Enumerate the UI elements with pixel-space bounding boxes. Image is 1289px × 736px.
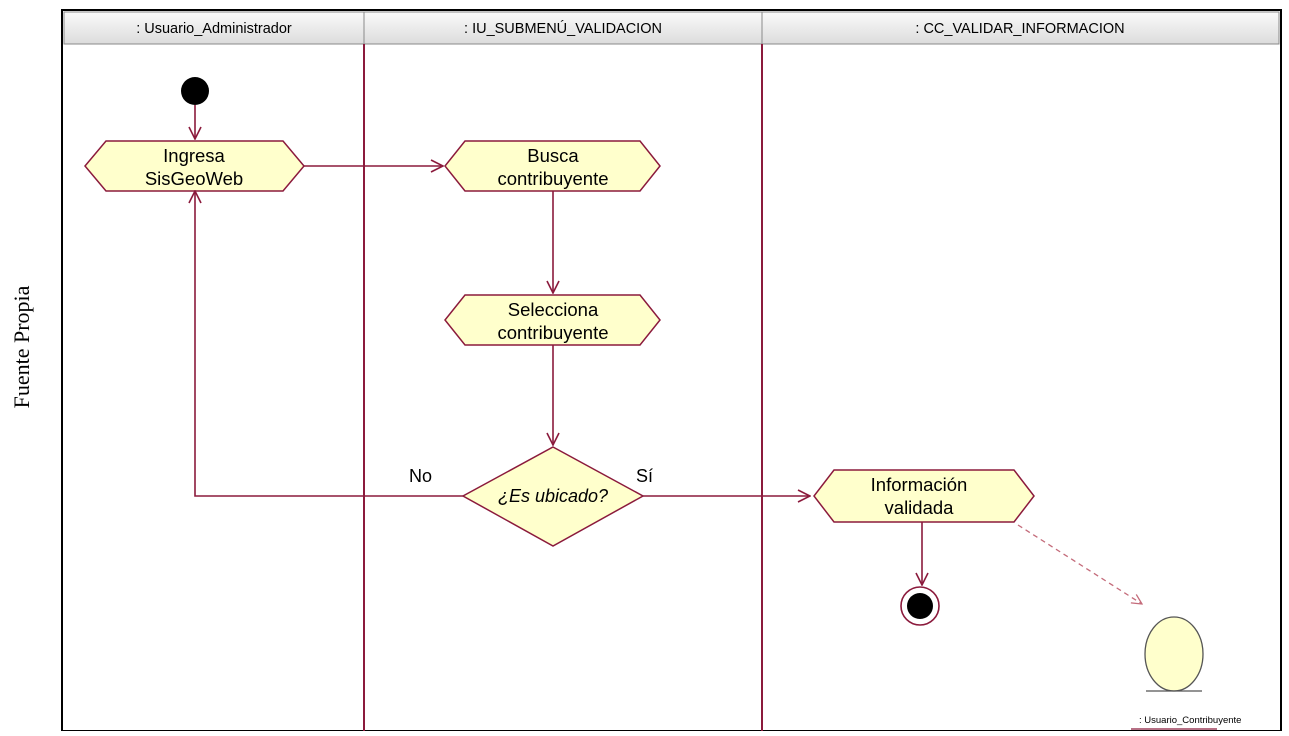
activity-selecciona-contribuyente	[444, 294, 661, 346]
activity-ingresa-sisgeoweb	[84, 140, 305, 192]
transition-arrow-no	[195, 191, 463, 497]
swimlane-header-cc-validar-informacion	[761, 11, 1280, 45]
swimlane-label-cc-validar-informacion: : CC_VALIDAR_INFORMACION	[915, 21, 1124, 37]
decision-label: ¿Es ubicado?	[498, 486, 608, 506]
activity-informacion-validada	[813, 469, 1035, 523]
decision-node	[461, 446, 645, 547]
dependency-arrow	[1017, 524, 1142, 604]
initial-node	[181, 77, 209, 105]
activity-ingresa-line2: SisGeoWeb	[145, 168, 243, 189]
guard-si: Sí	[636, 466, 653, 486]
swimlane-label-usuario-administrador: : Usuario_Administrador	[136, 21, 292, 37]
activity-busca-line1: Busca	[527, 145, 579, 166]
actor-object	[1144, 616, 1204, 692]
swimlane-header-usuario-administrador	[63, 11, 365, 45]
activity-busca-contribuyente	[444, 140, 661, 192]
final-node-core	[907, 593, 933, 619]
swimlane-header-iu-submenu-validacion	[363, 11, 763, 45]
activity-ingresa-line1: Ingresa	[163, 145, 225, 166]
guard-no: No	[409, 466, 432, 486]
activity-informacion-line2: validada	[885, 497, 955, 518]
activity-selecciona-line2: contribuyente	[497, 322, 608, 343]
activity-busca-line2: contribuyente	[497, 168, 608, 189]
activity-selecciona-line1: Selecciona	[508, 299, 599, 320]
activity-informacion-line1: Información	[871, 474, 968, 495]
swimlane-header-row: : Usuario_Administrador : IU_SUBMENÚ_VAL…	[63, 11, 1280, 45]
swimlane-label-iu-submenu-validacion: : IU_SUBMENÚ_VALIDACION	[464, 20, 662, 37]
figure-caption: Fuente Propia	[9, 285, 34, 409]
diagram-frame	[61, 9, 1282, 732]
actor-label: : Usuario_Contribuyente	[1139, 715, 1241, 726]
